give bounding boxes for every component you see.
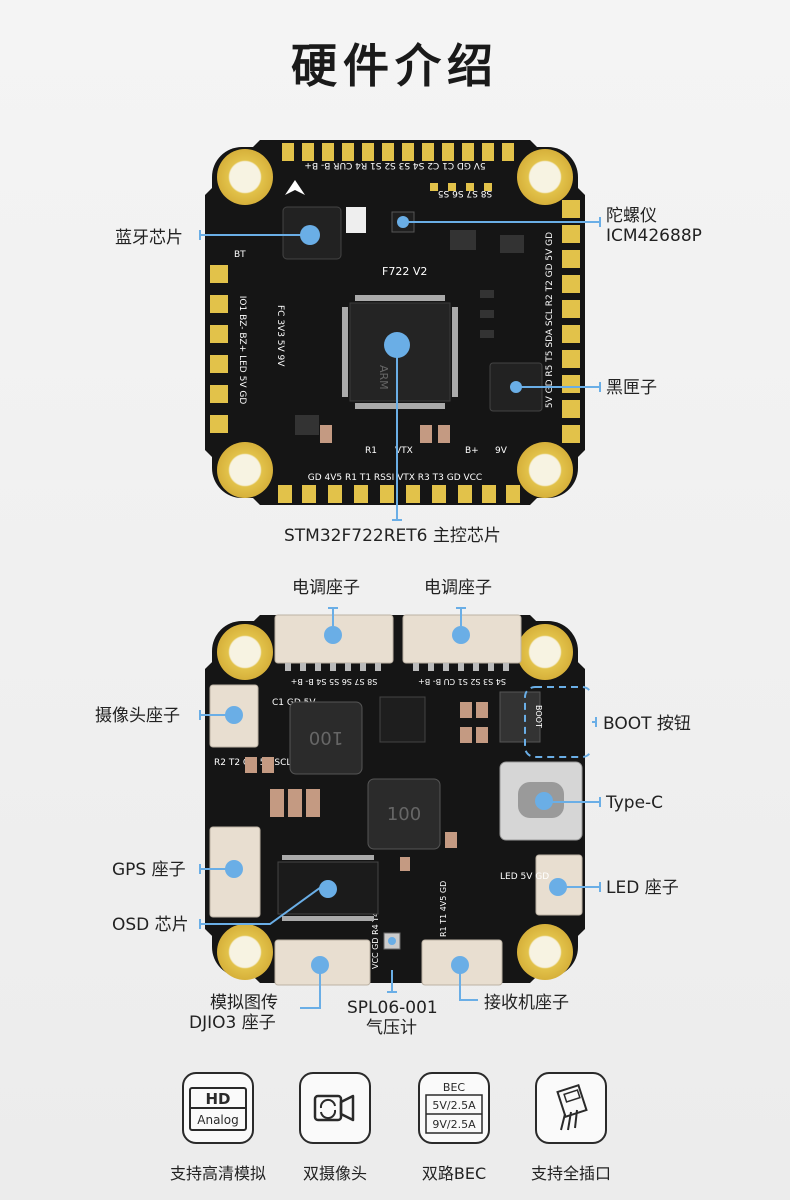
vtx-pins: VCC GD R4 T4 <box>371 912 380 969</box>
bec-5v: 5V/2.5A <box>432 1099 476 1112</box>
baro-marker <box>388 937 396 945</box>
label-bluetooth: 蓝牙芯片 <box>115 228 183 248</box>
label-camera: 摄像头座子 <box>95 706 180 726</box>
boot-silkscreen: BOOT <box>534 705 543 728</box>
bottom-board: S8 S7 S6 S5 S4 B- B+ S4 S3 S2 S1 CU B- B… <box>205 614 590 986</box>
page-title: 硬件介绍 <box>291 39 499 93</box>
inductor-text-1: 100 <box>309 727 343 748</box>
feature-hd-analog: HD Analog <box>182 1072 254 1144</box>
arm-silkscreen: ARM <box>377 365 390 390</box>
feature-all-ports <box>535 1072 607 1144</box>
vtx-silkscreen: VTX <box>395 446 413 456</box>
bplus-silkscreen: B+ <box>465 446 479 456</box>
connector-plug-icon <box>556 1083 588 1131</box>
esc2-marker <box>452 626 470 644</box>
hd-text: HD <box>205 1090 230 1108</box>
feature-label-all-ports: 支持全插口 <box>530 1164 611 1183</box>
label-osd: OSD 芯片 <box>112 915 189 935</box>
label-gyro-2: ICM42688P <box>606 226 702 246</box>
top-edge-pads <box>282 143 514 161</box>
top-leader-lines <box>199 217 601 521</box>
analog-text: Analog <box>197 1113 238 1127</box>
r1-silkscreen: R1 <box>365 446 377 456</box>
label-gps: GPS 座子 <box>112 860 186 880</box>
label-mcu: STM32F722RET6 主控芯片 <box>284 526 501 546</box>
label-baro-2: 气压计 <box>366 1018 417 1038</box>
camera-switch-icon <box>313 1094 355 1122</box>
bottom-leader-lines <box>199 607 601 1009</box>
bec-icon: BEC 5V/2.5A 9V/2.5A <box>425 1081 483 1134</box>
right-pad-labels: 5V GD R5 T5 SDA SCL R2 T2 GD 5V GD <box>545 232 555 408</box>
esc-right-pins: S4 S3 S2 S1 CU B- B+ <box>418 677 506 686</box>
chip-silkscreen: F722 V2 <box>382 265 427 278</box>
esc1-marker <box>324 626 342 644</box>
label-blackbox: 黑匣子 <box>606 378 657 398</box>
inductor-1 <box>289 701 363 775</box>
left-edge-pads <box>210 265 228 433</box>
rx-pins: R1 T1 4V5 GD <box>439 881 448 937</box>
label-analog-1: 模拟图传 <box>210 993 278 1013</box>
feature-dual-camera <box>299 1072 371 1144</box>
label-boot: BOOT 按钮 <box>603 714 691 734</box>
bottom-pad-labels: GD 4V5 R1 T1 RSSI VTX R3 T3 GD VCC <box>308 473 482 483</box>
mounting-hole-tr <box>517 149 573 205</box>
arrow-logo <box>285 180 305 195</box>
feature-label-dual-camera: 双摄像头 <box>302 1164 367 1183</box>
mounting-hole-bl <box>217 442 273 498</box>
label-esc1: 电调座子 <box>292 578 360 598</box>
inductor-text-2: 100 <box>387 804 421 825</box>
fc-silkscreen: FC 3V3 5V 9V <box>275 305 285 367</box>
hd-analog-icon: HD Analog <box>189 1087 247 1131</box>
label-analog-2: DJIO3 座子 <box>189 1013 276 1033</box>
top-pad-labels: 5V GD C1 C2 S4 S3 S2 S1 R4 CUR B- B+ <box>304 160 485 170</box>
left-pad-labels: IO1 BZ- BZ+ LED 5V GD <box>237 296 247 405</box>
bec-9v: 9V/2.5A <box>432 1118 476 1131</box>
label-typec: Type-C <box>606 793 664 813</box>
label-receiver: 接收机座子 <box>484 993 569 1013</box>
label-gyro-1: 陀螺仪 <box>606 206 657 226</box>
inductor-2 <box>367 778 441 850</box>
feature-label-hd-analog: 支持高清模拟 <box>169 1164 266 1183</box>
label-baro-1: SPL06-001 <box>347 998 438 1018</box>
bt-silkscreen: BT <box>234 250 246 260</box>
led-pins: LED 5V GD <box>500 872 549 882</box>
esc-left-pins: S8 S7 S6 S5 S4 B- B+ <box>291 677 378 686</box>
right-edge-pads <box>562 200 580 443</box>
mounting-hole-br <box>517 442 573 498</box>
bottom-edge-pads <box>278 485 520 503</box>
mounting-hole-tl <box>217 149 273 205</box>
bec-title: BEC <box>443 1081 465 1094</box>
label-led: LED 座子 <box>606 878 679 898</box>
top-pad-labels-2: S8 S7 S6 S5 <box>438 188 492 198</box>
feature-dual-bec: BEC 5V/2.5A 9V/2.5A <box>418 1072 490 1144</box>
9v-silkscreen: 9V <box>495 446 508 456</box>
feature-label-dual-bec: 双路BEC <box>421 1164 487 1183</box>
label-esc2: 电调座子 <box>424 578 492 598</box>
